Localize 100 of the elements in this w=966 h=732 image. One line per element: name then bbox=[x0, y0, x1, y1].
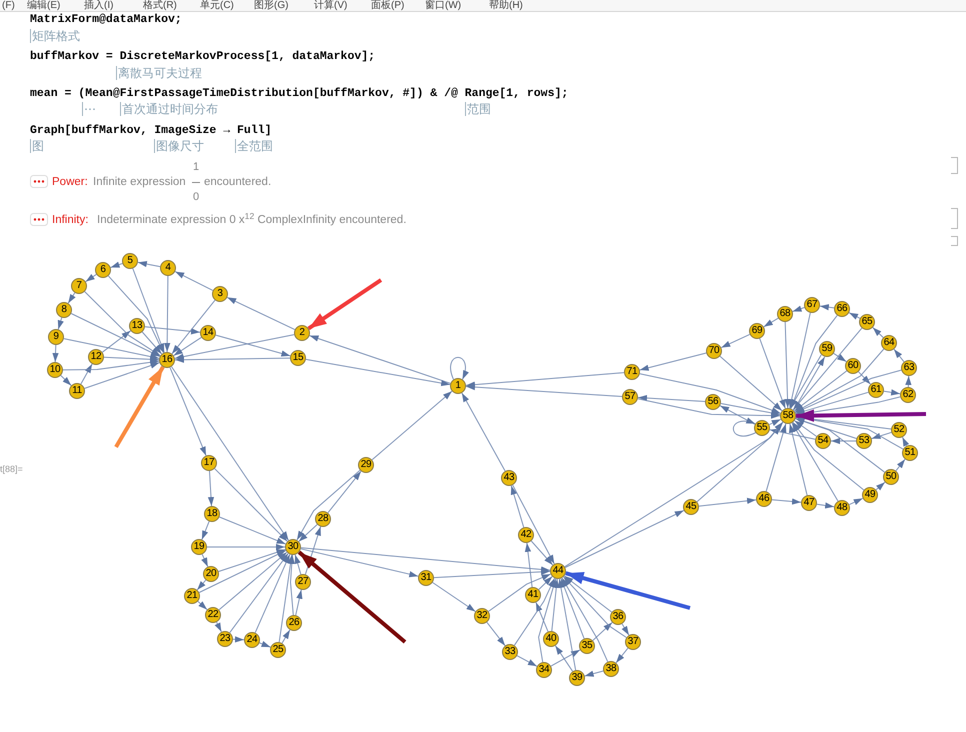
transition-arrow bbox=[514, 578, 556, 646]
transition-arrow bbox=[206, 544, 286, 550]
state-node: 24 bbox=[244, 632, 260, 648]
state-node: 30 bbox=[285, 539, 301, 555]
transition-arrow bbox=[639, 352, 707, 371]
transition-arrow bbox=[108, 275, 164, 354]
transition-arrow bbox=[102, 330, 132, 353]
transition-arrow bbox=[830, 438, 856, 444]
transition-arrow bbox=[792, 306, 805, 312]
transition-arrow bbox=[720, 334, 750, 348]
menu-item: 单元(C) bbox=[200, 0, 234, 11]
state-node: 69 bbox=[749, 323, 765, 339]
transition-arrow bbox=[696, 422, 784, 502]
state-node: 65 bbox=[859, 314, 875, 330]
transition-arrow bbox=[137, 260, 161, 268]
transition-arrow bbox=[720, 403, 781, 416]
state-node: 16 bbox=[159, 352, 175, 368]
state-node: 26 bbox=[286, 615, 302, 631]
transition-arrow bbox=[769, 428, 816, 440]
transition-arrow bbox=[132, 268, 165, 353]
transition-arrow bbox=[254, 554, 290, 634]
transition-arrow bbox=[84, 291, 161, 356]
transition-arrow bbox=[876, 482, 886, 490]
transition-arrow bbox=[214, 468, 288, 542]
transition-arrow bbox=[328, 470, 362, 514]
transition-arrow bbox=[288, 554, 295, 616]
transition-arrow bbox=[201, 520, 210, 540]
transition-arrow bbox=[171, 366, 289, 541]
state-node: 39 bbox=[569, 670, 585, 686]
menu-item: 面板(P) bbox=[371, 0, 404, 11]
transition-arrow bbox=[538, 576, 553, 590]
transition-arrow bbox=[639, 373, 781, 414]
transition-arrow bbox=[894, 348, 904, 362]
state-node: 68 bbox=[777, 306, 793, 322]
transition-arrow bbox=[584, 670, 604, 677]
transition-arrow bbox=[172, 300, 216, 354]
transition-arrow bbox=[488, 574, 552, 612]
state-node: 2 bbox=[294, 325, 310, 341]
transition-arrow bbox=[510, 485, 524, 528]
state-node: 35 bbox=[579, 638, 595, 654]
cell-label: t[88]= bbox=[0, 464, 23, 475]
state-node: 18 bbox=[204, 506, 220, 522]
fraction-number: 0 bbox=[193, 191, 200, 203]
transition-arrow bbox=[52, 344, 59, 362]
transition-arrow bbox=[80, 364, 93, 384]
transition-arrow bbox=[62, 359, 160, 370]
state-node: 64 bbox=[881, 335, 897, 351]
transition-arrow bbox=[638, 394, 706, 402]
transition-arrow bbox=[85, 274, 97, 282]
state-node: 19 bbox=[191, 539, 207, 555]
transition-arrow bbox=[300, 547, 550, 573]
state-node: 17 bbox=[201, 455, 217, 471]
transition-arrow bbox=[174, 356, 290, 363]
transition-arrow bbox=[794, 370, 902, 414]
state-node: 57 bbox=[622, 389, 638, 405]
transition-arrow bbox=[766, 423, 786, 492]
state-node: 48 bbox=[834, 500, 850, 516]
transition-arrow bbox=[282, 629, 290, 644]
code-line: mean = (Mean@FirstPassageTimeDistribution[buffMarkov, #]) & /@ Range[1, rows]; bbox=[30, 86, 568, 101]
state-node: 10 bbox=[47, 362, 63, 378]
state-node: 4 bbox=[160, 260, 176, 276]
transition-arrow bbox=[232, 636, 244, 643]
transition-arrow bbox=[226, 296, 296, 330]
transition-arrow bbox=[858, 371, 871, 385]
transition-arrow bbox=[560, 578, 585, 639]
transition-arrow bbox=[461, 392, 506, 472]
transition-arrow bbox=[144, 326, 200, 334]
message-name: Power: bbox=[52, 175, 88, 189]
message-text: Indeterminate expression 0 x$^{12}$ ComplexInfinity encountered. bbox=[97, 213, 406, 227]
state-node: 53 bbox=[856, 433, 872, 449]
menu-item: 格式(R) bbox=[143, 0, 177, 11]
transition-arrow bbox=[871, 432, 892, 440]
transition-arrow bbox=[197, 600, 208, 610]
transition-arrow bbox=[63, 338, 160, 360]
message-text: Infinite expression bbox=[93, 175, 186, 189]
self-loop-arrow bbox=[450, 356, 468, 380]
transition-arrow bbox=[564, 575, 612, 613]
transition-arrow bbox=[278, 554, 294, 643]
state-node: 7 bbox=[71, 278, 87, 294]
function-hint: 图 bbox=[30, 139, 44, 153]
transition-arrow bbox=[759, 338, 786, 409]
state-node: 58 bbox=[780, 408, 796, 424]
transition-arrow bbox=[259, 640, 271, 648]
transition-arrow bbox=[173, 336, 202, 356]
transition-arrow bbox=[174, 334, 295, 360]
transition-arrow bbox=[902, 436, 910, 447]
menu-item: 编辑(E) bbox=[27, 0, 60, 11]
transition-arrow bbox=[622, 623, 630, 636]
function-hint: ⋯ bbox=[82, 102, 96, 116]
state-node: 13 bbox=[129, 318, 145, 334]
transition-arrow bbox=[872, 327, 884, 338]
message-name: Infinity: bbox=[52, 213, 88, 227]
transition-arrow bbox=[788, 312, 811, 409]
transition-arrow bbox=[768, 418, 782, 426]
self-loop-arrow bbox=[732, 418, 756, 437]
state-node: 60 bbox=[845, 358, 861, 374]
transition-arrow bbox=[763, 318, 779, 328]
state-node: 59 bbox=[819, 341, 835, 357]
state-node: 46 bbox=[756, 491, 772, 507]
transition-arrow bbox=[432, 582, 476, 612]
